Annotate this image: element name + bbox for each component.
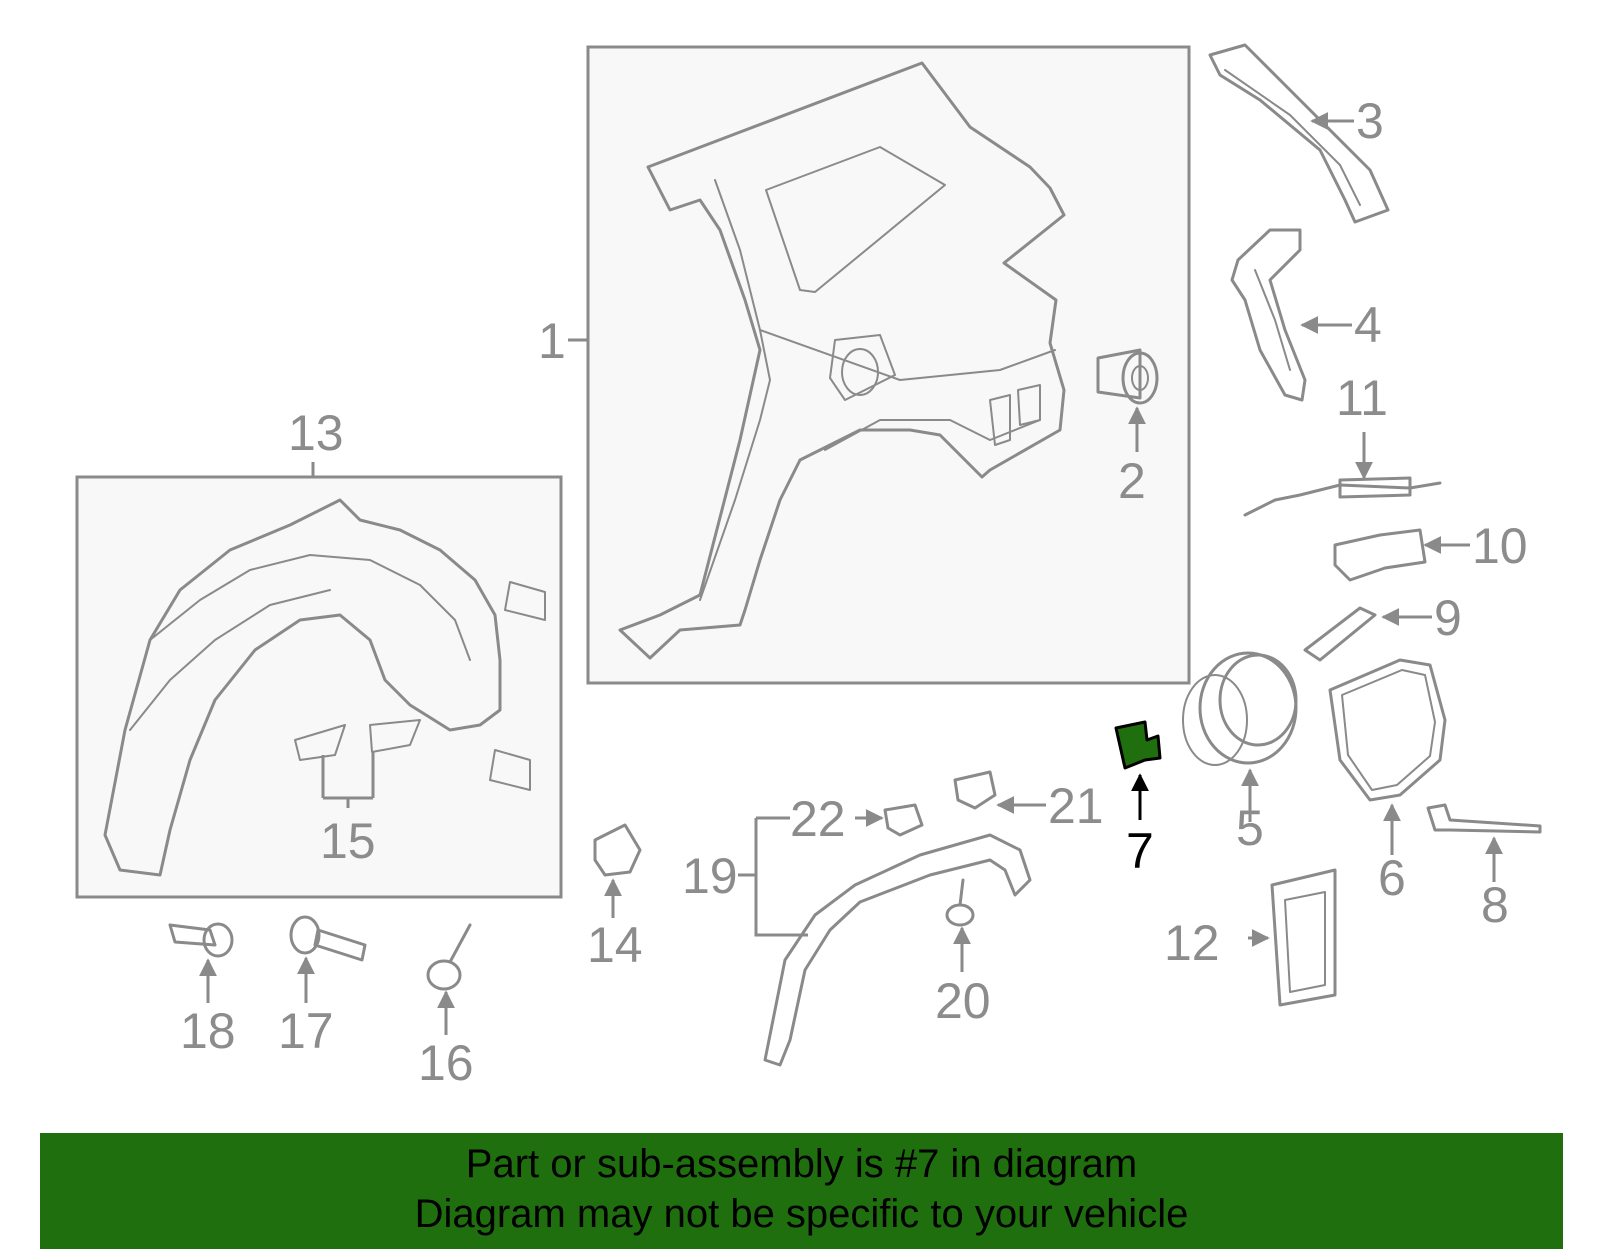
- part-16-screw[interactable]: [426, 923, 472, 1035]
- callout-9: 9: [1434, 590, 1462, 646]
- callout-18: 18: [180, 1003, 236, 1059]
- banner-line-2: Diagram may not be specific to your vehi…: [414, 1192, 1189, 1236]
- part-22-clip[interactable]: [855, 803, 924, 837]
- info-banner: Part or sub-assembly is #7 in diagram Di…: [40, 1133, 1563, 1249]
- callout-8: 8: [1481, 877, 1509, 933]
- part-12-vent[interactable]: [1248, 868, 1337, 1007]
- part-17-bolt[interactable]: [289, 915, 367, 1003]
- callout-11: 11: [1336, 370, 1388, 426]
- callout-19: 19: [682, 848, 738, 904]
- leader-15: [321, 752, 375, 808]
- callout-12: 12: [1164, 915, 1220, 971]
- part-21-clip[interactable]: [953, 770, 1046, 814]
- banner-line-1: Part or sub-assembly is #7 in diagram: [465, 1142, 1138, 1186]
- part-4-brace[interactable]: [1230, 228, 1352, 402]
- part-18-bolt[interactable]: [168, 922, 234, 1003]
- callout-14: 14: [587, 917, 643, 973]
- part-13-fender-liner[interactable]: [75, 462, 563, 899]
- part-20-push-pin[interactable]: [945, 878, 975, 972]
- callout-17: 17: [278, 1003, 334, 1059]
- part-6-fuel-lid[interactable]: [1328, 658, 1447, 855]
- part-7-highlighted[interactable]: [1114, 720, 1162, 820]
- part-1-quarter-panel[interactable]: [586, 45, 1191, 685]
- part-11-cable[interactable]: [1243, 432, 1442, 517]
- callout-15: 15: [320, 813, 376, 869]
- part-9-clip[interactable]: [1303, 606, 1432, 662]
- callout-16: 16: [418, 1035, 474, 1091]
- part-14-clip[interactable]: [593, 823, 642, 918]
- callout-13: 13: [288, 405, 344, 461]
- callout-1: 1: [538, 313, 566, 369]
- part-5-fuel-housing[interactable]: [1182, 651, 1298, 822]
- callout-21: 21: [1048, 778, 1104, 834]
- callout-6: 6: [1378, 850, 1406, 906]
- callout-7: 7: [1126, 823, 1154, 879]
- callout-20: 20: [935, 973, 991, 1029]
- part-10-actuator[interactable]: [1333, 528, 1470, 582]
- callout-4: 4: [1354, 297, 1382, 353]
- callout-3: 3: [1356, 93, 1384, 149]
- callout-22: 22: [790, 791, 846, 847]
- part-19-arch-molding[interactable]: [738, 816, 1032, 1067]
- part-2-grommet[interactable]: [1096, 348, 1159, 452]
- part-8-bolt[interactable]: [1426, 803, 1542, 882]
- part-3-bracket[interactable]: [1208, 43, 1390, 224]
- callout-5: 5: [1236, 800, 1264, 856]
- callout-2: 2: [1118, 453, 1146, 509]
- callout-10: 10: [1472, 518, 1528, 574]
